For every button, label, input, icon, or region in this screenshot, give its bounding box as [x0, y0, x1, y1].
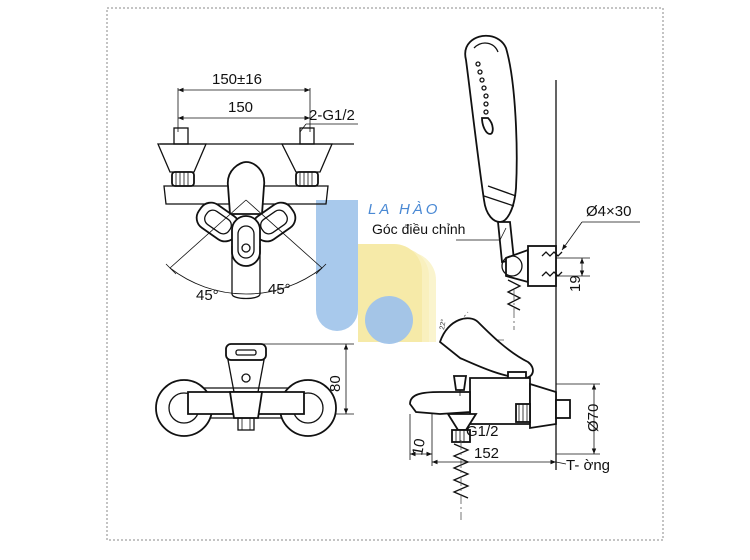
front-view: 80 [155, 343, 354, 437]
dim-bracket-height: 19 [567, 275, 584, 292]
watermark-logo: LA HÀO [316, 200, 440, 344]
watermark-blue-bar [316, 200, 358, 331]
adjust-angle-label: Góc điều chỉnh [372, 221, 465, 237]
tilt-angle-label: 22° [438, 318, 448, 330]
dim-outlet-thread: G1/2 [466, 423, 499, 440]
side-view: Góc điều chỉnh Ø4×30 19 22° [372, 34, 640, 520]
dim-spout-offset: 10 [409, 437, 429, 456]
dim-spout-reach: 152 [474, 445, 499, 462]
dim-connection-thread: 2-G1/2 [309, 107, 355, 124]
dim-overall-spacing: 150±16 [212, 71, 262, 88]
drawing-frame [106, 7, 664, 541]
dim-body-height: 80 [327, 375, 344, 392]
watermark-blue-dot [365, 296, 413, 344]
dim-escutcheon-dia: Ø70 [585, 404, 602, 432]
dim-center-spacing: 150 [228, 99, 253, 116]
watermark-brand-text: LA HÀO [368, 201, 440, 218]
top-view: 150±16 150 2-G1/2 [157, 71, 358, 304]
dim-screw-size: Ø4×30 [586, 203, 631, 220]
angle-left-label: 45° [196, 287, 219, 304]
pipe-tee-label: T- ờng [566, 457, 610, 474]
angle-right-label: 45° [268, 281, 291, 298]
